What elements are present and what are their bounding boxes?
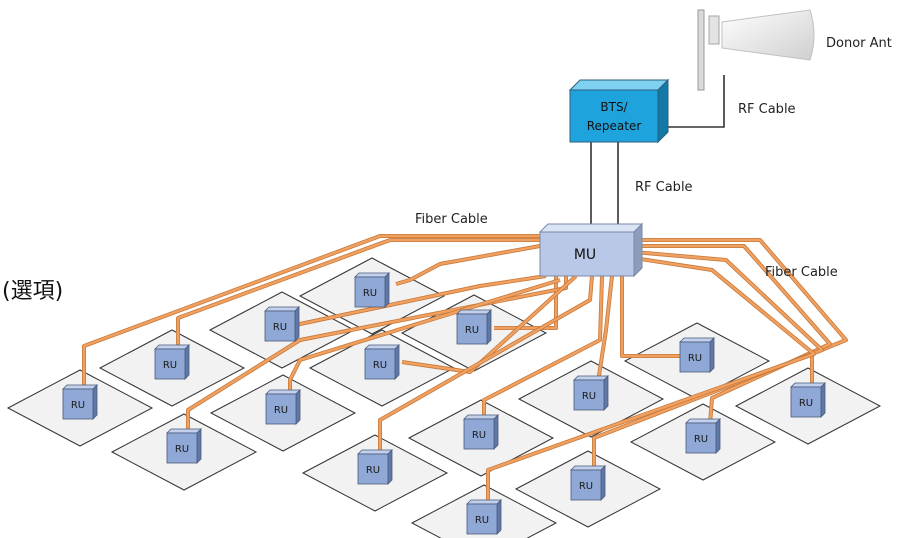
- fiber-cable: [634, 244, 832, 425]
- fiber-cables: [82, 234, 848, 506]
- fiber-cable: [288, 278, 561, 396]
- ru-box: RU: [354, 272, 390, 308]
- bts-label-line1: BTS/: [600, 100, 628, 114]
- ru-label: RU: [373, 360, 387, 371]
- fiber-cable: [82, 234, 540, 390]
- ru-label: RU: [472, 430, 486, 441]
- fiber-cable: [482, 275, 604, 422]
- mu-label: MU: [574, 247, 596, 263]
- ru-box: RU: [264, 306, 300, 342]
- ru-box: RU: [166, 428, 202, 464]
- ru-box: RU: [570, 465, 606, 501]
- fiber-cable: [596, 275, 614, 383]
- ru-label: RU: [274, 405, 288, 416]
- side-note-label: (選項): [2, 279, 63, 304]
- ru-box: RU: [364, 344, 400, 380]
- bts-repeater-box: BTS/ Repeater: [568, 78, 670, 144]
- ru-box: RU: [573, 375, 609, 411]
- ru-box: RU: [463, 414, 499, 450]
- ru-label: RU: [363, 288, 377, 299]
- donor-ant-label: Donor Ant: [826, 36, 892, 51]
- fiber-cable: [378, 275, 594, 456]
- ru-box: RU: [357, 449, 393, 485]
- fiber-cable: [486, 256, 816, 506]
- ru-box: RU: [790, 382, 826, 418]
- mu-box: MU: [538, 222, 644, 278]
- ru-label: RU: [366, 465, 380, 476]
- ru-label: RU: [465, 325, 479, 336]
- ru-label: RU: [175, 444, 189, 455]
- donor-antenna-icon: [697, 9, 815, 91]
- fiber-cable-right-label: Fiber Cable: [765, 265, 838, 280]
- ru-label: RU: [163, 360, 177, 371]
- ru-box: RU: [679, 337, 715, 373]
- ru-label: RU: [694, 434, 708, 445]
- ru-label: RU: [799, 398, 813, 409]
- bts-label-line2: Repeater: [587, 119, 642, 133]
- ru-label: RU: [273, 322, 287, 333]
- ru-box: RU: [466, 499, 502, 535]
- ru-label: RU: [475, 515, 489, 526]
- ru-label: RU: [579, 481, 593, 492]
- rf-cable-bts-to-antenna: [660, 75, 725, 128]
- rf-cables: [590, 75, 725, 225]
- ru-box: RU: [685, 418, 721, 454]
- ru-label: RU: [688, 353, 702, 364]
- fiber-cable: [592, 250, 824, 470]
- fiber-cable: [401, 275, 577, 374]
- fiber-cable: [395, 244, 541, 286]
- ru-label: RU: [582, 391, 596, 402]
- ru-box: RU: [62, 384, 98, 420]
- ru-box: RU: [265, 389, 301, 425]
- rf-cable-mid-label: RF Cable: [635, 180, 693, 195]
- ru-box: RU: [154, 344, 190, 380]
- rf-cable-top-label: RF Cable: [738, 102, 796, 117]
- fiber-cable-left-label: Fiber Cable: [415, 212, 488, 227]
- remote-units: RU RU RU RU RU RU RU RU RU RU RU RU RU RU RU RU: [62, 272, 826, 535]
- fiber-cable: [634, 238, 848, 390]
- ru-box: RU: [456, 309, 492, 345]
- ru-label: RU: [71, 400, 85, 411]
- fiber-cable: [176, 238, 540, 352]
